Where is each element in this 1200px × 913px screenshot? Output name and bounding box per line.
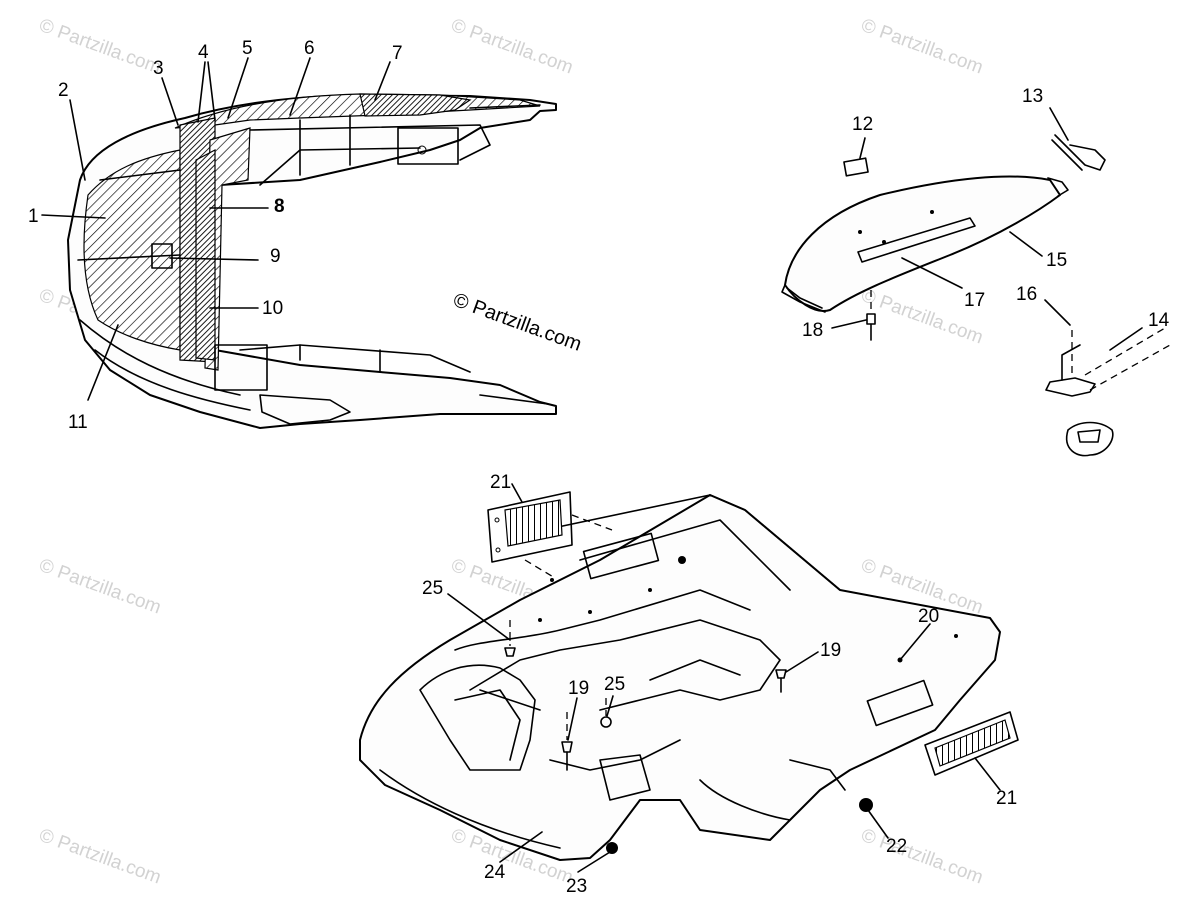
fastener-19-right (775, 669, 787, 693)
callout-23: 23 (566, 876, 587, 897)
callout-19-left: 19 (568, 678, 589, 699)
belly-pan-assembly (359, 491, 1019, 861)
watermark: © Partzilla.com (36, 825, 163, 889)
watermark: © Partzilla.com (36, 15, 163, 79)
callout-11: 11 (68, 412, 88, 433)
callout-9: 9 (270, 246, 281, 267)
callout-1: 1 (28, 206, 39, 227)
callout-13: 13 (1022, 86, 1043, 107)
fastener-25-center (600, 698, 612, 728)
callout-10: 10 (262, 298, 283, 319)
fastener-19-left (561, 712, 573, 771)
callout-2: 2 (58, 80, 69, 101)
callout-22: 22 (886, 836, 907, 857)
watermark: © Partzilla.com (858, 15, 985, 79)
callout-3: 3 (153, 58, 164, 79)
hood-assembly (67, 93, 557, 429)
callout-8: 8 (274, 196, 285, 217)
callout-20: 20 (918, 606, 939, 627)
callout-numbers: 1 2 3 4 5 6 7 8 9 10 11 12 13 14 15 16 1… (28, 38, 1170, 897)
callout-7: 7 (392, 43, 403, 64)
callout-24: 24 (484, 862, 506, 883)
callout-25-top: 25 (422, 578, 443, 599)
callout-17: 17 (964, 290, 985, 311)
callout-4: 4 (198, 42, 209, 63)
callout-16: 16 (1016, 284, 1037, 305)
callout-18: 18 (802, 320, 823, 341)
callout-19-right: 19 (820, 640, 841, 661)
watermark: © Partzilla.com (858, 825, 985, 889)
callout-15: 15 (1046, 250, 1067, 271)
callout-6: 6 (304, 38, 315, 59)
rear-panel-assembly (781, 134, 1171, 457)
watermark: © Partzilla.com (36, 555, 163, 619)
callout-21-bottom: 21 (996, 788, 1017, 809)
leader-lines (41, 57, 1143, 873)
copyright-label: © Partzilla.com (450, 289, 584, 356)
callout-12: 12 (852, 114, 873, 135)
callout-21-top: 21 (490, 472, 511, 493)
watermark: © Partzilla.com (448, 15, 575, 79)
callout-25-center: 25 (604, 674, 625, 695)
callout-5: 5 (242, 38, 253, 59)
callout-14: 14 (1148, 310, 1170, 331)
fastener-25-top (504, 620, 516, 657)
